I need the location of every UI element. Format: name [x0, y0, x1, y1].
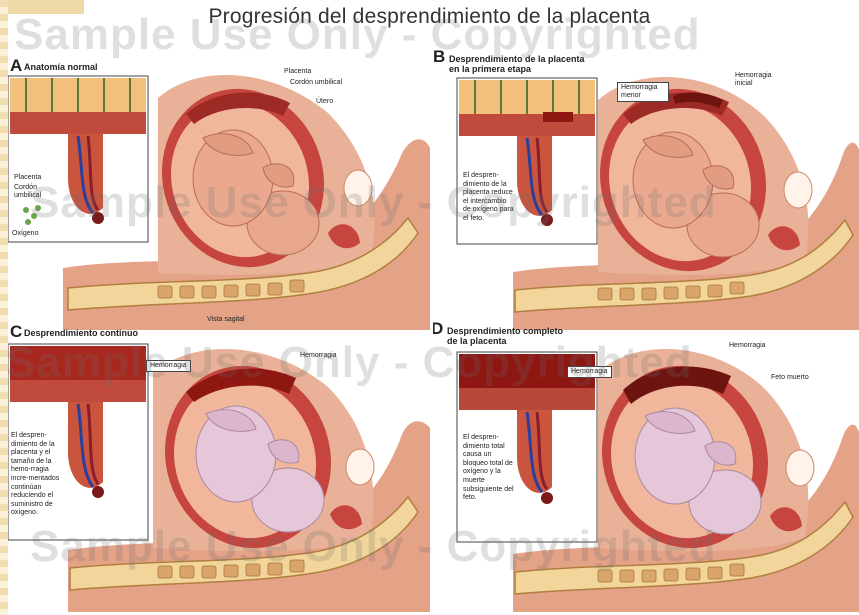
panel-a: A Anatomía normal Placenta Cordón umbili… [8, 58, 430, 330]
page-title: Progresión del desprendimiento de la pla… [0, 5, 859, 29]
label-umbilical-cord-inset: Cordón umbilical [14, 184, 58, 200]
label-minor-hemorrhage: Hemorragia menor [617, 82, 669, 102]
panel-d-caption: El despren-dimiento total causa un bloqu… [463, 434, 517, 503]
label-uterus: Útero [316, 98, 333, 106]
label-hemorrhage-d: Hemorragia [729, 342, 766, 350]
panel-a-letter: A [10, 58, 22, 76]
panel-c-illustration [8, 322, 430, 612]
panel-d-title-line1: Desprendimiento completo [447, 326, 563, 336]
label-hemorrhage-c: Hemorragia [300, 352, 337, 360]
label-hemorrhage-inset-d: Hemorragia [567, 366, 612, 378]
label-placenta-inset: Placenta [14, 174, 41, 182]
panel-a-illustration [8, 58, 430, 330]
label-hemorrhage-inset-c: Hemorragia [146, 360, 191, 372]
label-initial-hemorrhage: Hemorragia inicial [735, 72, 775, 88]
label-oxygen: Oxígeno [12, 230, 38, 238]
panel-c-letter: C [10, 322, 22, 342]
label-placenta: Placenta [284, 68, 311, 76]
left-decorative-rail [0, 0, 8, 615]
panel-c: C Desprendimiento continuo Hemorragia He… [8, 322, 430, 612]
panel-d: D Desprendimiento completo de la placent… [433, 322, 859, 612]
panel-b-title-line1: Desprendimiento de la placenta [449, 54, 585, 64]
panel-b-title-line2: en la primera etapa [449, 64, 531, 74]
panel-b-letter: B [433, 50, 445, 67]
panel-c-title: Desprendimiento continuo [24, 328, 138, 338]
panel-a-title: Anatomía normal [24, 62, 98, 72]
panel-b-caption: El despren-dimiento de la placenta reduc… [463, 172, 515, 224]
label-umbilical-cord: Cordón umbilical [290, 79, 342, 87]
panel-c-caption: El despren-dimiento de la placenta y el … [11, 432, 65, 518]
panel-d-title-line2: de la placenta [447, 336, 507, 346]
panel-b: B Desprendimiento de la placenta en la p… [433, 50, 859, 330]
label-dead-fetus: Feto muerto [771, 374, 809, 382]
panel-d-letter: D [433, 322, 443, 339]
